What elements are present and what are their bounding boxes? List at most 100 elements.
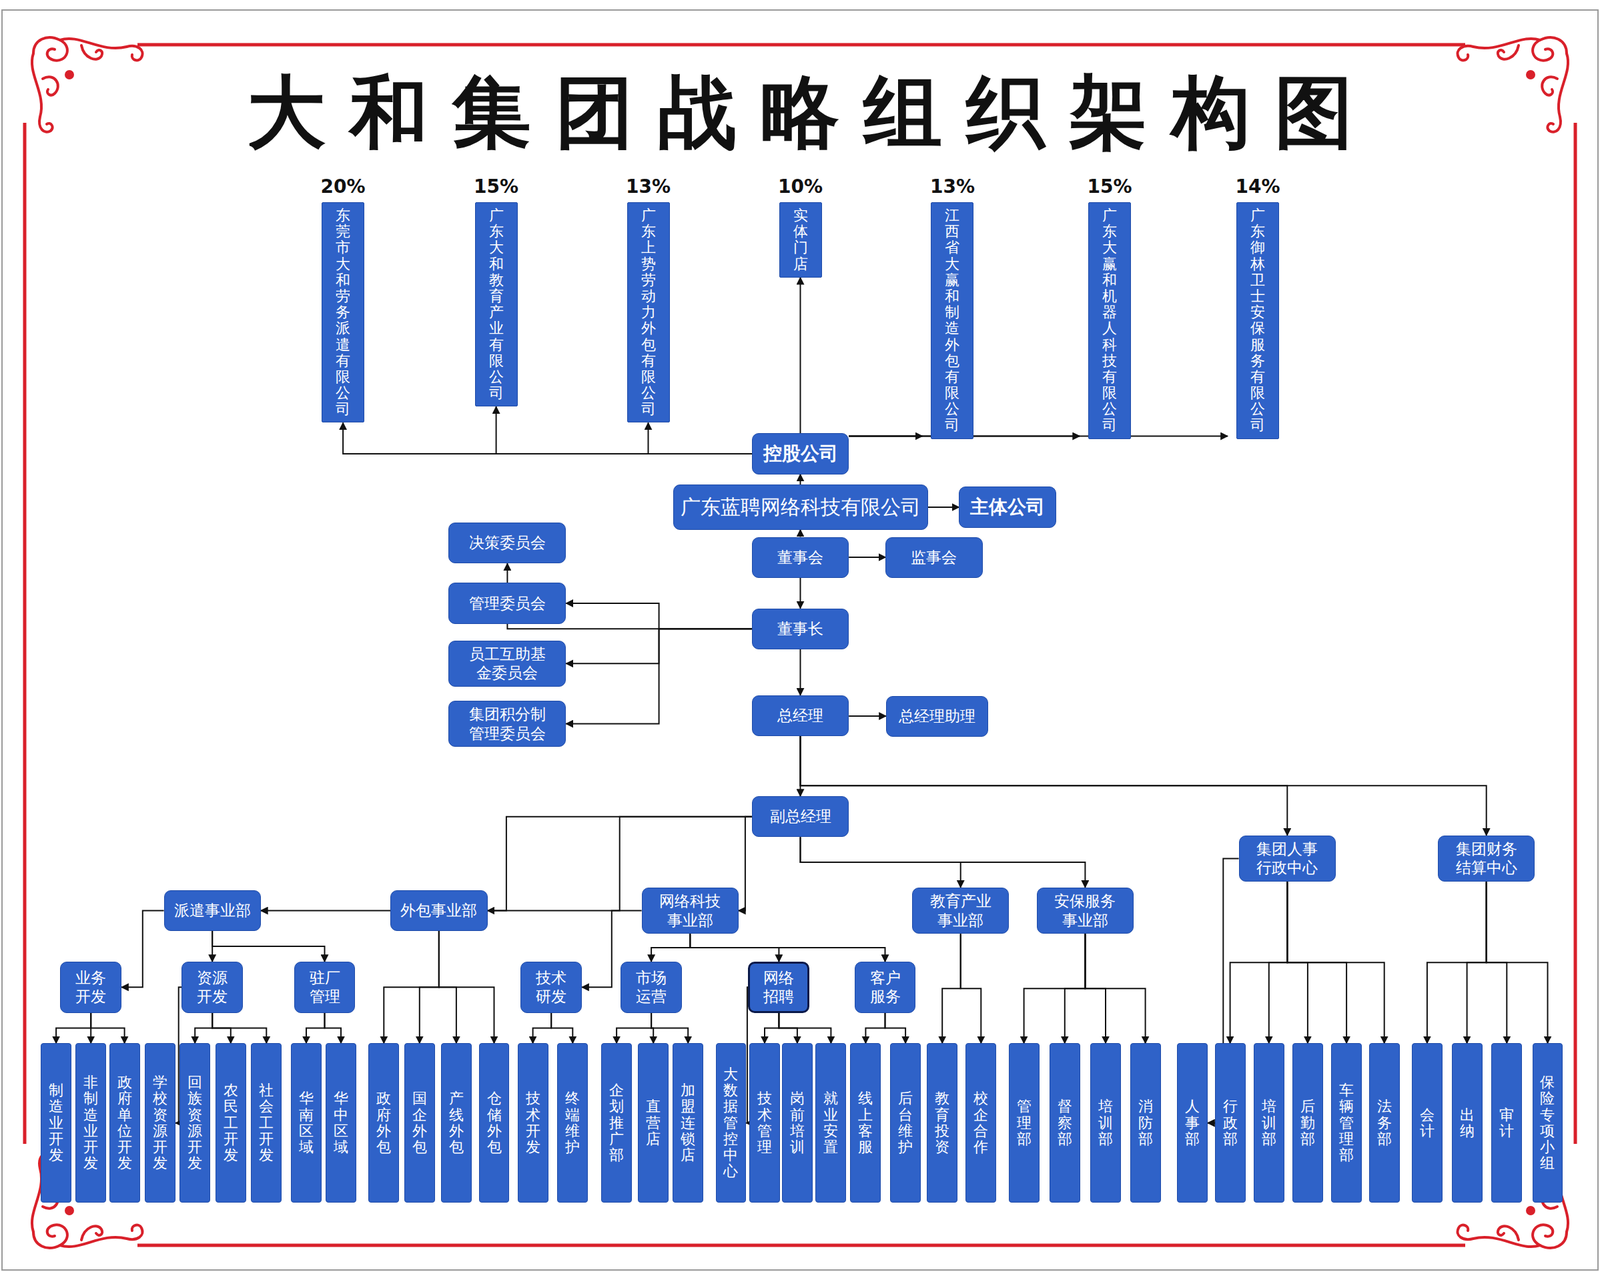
connector-arrow [306,1012,325,1044]
org-box: 总经理 [751,695,849,736]
node-text: 就业安置 [823,1090,839,1155]
node-text: 保险专项小组 [1539,1074,1555,1171]
section-box: 网络招聘 [747,961,810,1013]
node-text: 培训部 [1098,1098,1113,1147]
company-frame: 广东御林卫士安保服务有限公司 [1236,202,1280,440]
unit-box: 产线外包 [441,1042,472,1203]
node-text: 车辆管理部 [1339,1082,1354,1163]
node-text: 控股公司 [761,441,840,466]
node-text: 大数据管控中心 [723,1066,738,1179]
org-box: 董事长 [751,608,849,650]
node-text: 审计 [1499,1106,1514,1139]
node-text: 技术管理 [757,1090,772,1155]
unit-box: 仓储外包 [479,1042,510,1203]
node-text: 网络招聘 [761,968,796,1007]
unit-box: 加盟连锁店 [672,1042,704,1203]
company-frame: 广东上势劳动力外包有限公司 [627,202,670,423]
connector-arrow [439,930,495,1043]
chart-title: 大和集团战略组织架构图 [0,65,1600,161]
node-text: 政府外包 [376,1090,391,1155]
connector-arrow [848,715,887,717]
company-name: 广东御林卫士安保服务有限公司 [1250,207,1266,434]
node-text: 总经理助理 [897,706,977,726]
node-text: 总经理 [775,705,825,726]
unit-box: 回族资源开发 [179,1042,211,1203]
node-text: 市场运营 [634,968,668,1007]
connector-arrow [778,1012,831,1044]
connector-arrow [212,1012,267,1044]
node-text: 仓储外包 [487,1090,502,1155]
section-box: 技术研发 [520,961,582,1013]
company-name: 广东大赢和机器人科技有限公司 [1102,207,1117,434]
connector-arrow [194,1012,213,1044]
unit-box: 督察部 [1049,1042,1081,1203]
unit-box: 行政部 [1215,1042,1246,1203]
node-text: 董事会 [775,547,825,568]
connector-arrow [764,1012,779,1044]
org-box: 网络科技事业部 [641,887,739,935]
node-text: 政府单位开发 [117,1074,133,1171]
unit-box: 培训部 [1090,1042,1121,1203]
connector-arrow [928,506,960,508]
node-text: 网络科技事业部 [657,891,722,931]
node-text: 终端维护 [565,1090,580,1155]
node-text: 决策委员会 [467,533,548,553]
unit-box: 线上客服 [850,1042,881,1203]
node-text: 驻厂管理 [308,968,342,1007]
node-text: 出纳 [1459,1106,1475,1139]
org-box: 决策委员会 [448,522,566,564]
unit-box: 农民工开发 [215,1042,247,1203]
connector-arrow [496,406,752,454]
node-text: 非制造业开发 [83,1074,99,1171]
connector-arrow [419,930,440,1043]
section-box: 业务开发 [60,961,122,1013]
connector-arrow [1269,881,1288,1043]
unit-box: 审计 [1491,1042,1522,1203]
unit-box: 教育投资 [926,1042,958,1203]
unit-box: 校企合作 [965,1042,997,1203]
org-box: 监事会 [885,537,983,578]
org-box: 集团人事行政中心 [1239,835,1336,883]
section-box: 客户服务 [854,961,917,1013]
node-text: 加盟连锁店 [680,1082,696,1163]
section-box: 市场运营 [620,961,682,1013]
node-text: 行政部 [1223,1098,1238,1147]
company-box: 13% 江西省大赢和制造外包有限公司 [922,174,983,440]
org-box: 董事会 [751,537,849,578]
unit-box: 社会工开发 [250,1042,282,1203]
node-text: 业务开发 [74,968,108,1007]
node-text: 农民工开发 [223,1082,239,1163]
node-text: 华中区域 [333,1090,349,1155]
company-frame: 东莞市大和劳务派遣有限公司 [321,202,365,423]
connector-arrow [800,474,802,486]
org-box: 员工互助基金委员会 [448,640,566,688]
unit-box: 消防部 [1130,1042,1161,1203]
node-text: 监事会 [909,547,959,568]
org-box: 总经理助理 [886,695,989,737]
connector-arrow [800,577,802,609]
org-box: 副总经理 [751,795,849,837]
node-text: 国企外包 [412,1090,428,1155]
connector-arrow [212,930,325,962]
company-name: 江西省大赢和制造外包有限公司 [944,207,960,434]
connector-arrow [865,1012,885,1044]
unit-box: 国企外包 [404,1042,436,1203]
connector-arrow [800,735,1487,836]
unit-box: 岗前培训 [781,1042,813,1203]
unit-box: 后台维护 [890,1042,921,1203]
node-text: 人事部 [1184,1098,1200,1147]
entity-box: 控股公司 [751,433,849,474]
percent-label: 13% [930,174,975,199]
frame-line [137,43,1466,47]
unit-box: 大数据管控中心 [715,1042,747,1203]
connector-arrow [324,1012,342,1044]
connector-arrow [942,933,961,1043]
unit-box: 管理部 [1008,1042,1040,1203]
node-text: 主体公司 [968,495,1047,519]
company-box: 15%广东大和教育产业有限公司 [466,174,527,407]
node-text: 后台维护 [898,1090,913,1155]
unit-box: 就业安置 [815,1042,847,1203]
company-box: 15%广东大赢和机器人科技有限公司 [1079,174,1140,440]
node-text: 集团财务结算中心 [1454,839,1519,879]
frame-line [137,1243,1466,1248]
